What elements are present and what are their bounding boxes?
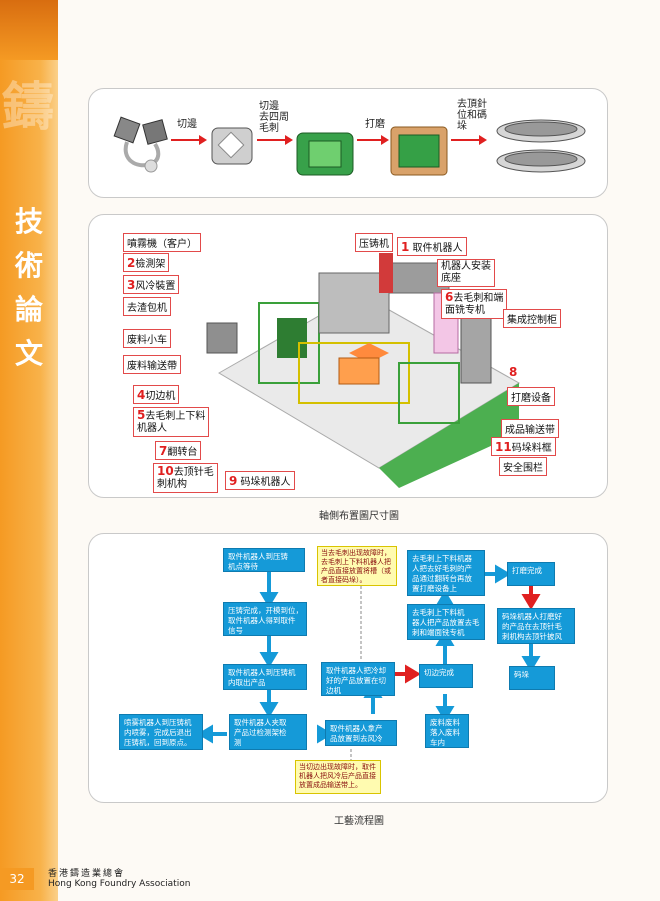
label-text: 取件机器人 (412, 243, 463, 254)
process-strip-card: 切邊 切邊 去四周 毛刺 打磨 去頂針 位和碼 垛 (88, 88, 608, 198)
flow-step-stack: 码垛 (509, 666, 555, 690)
label-take-robot: 1 取件机器人 (397, 237, 467, 256)
flow-step-mill: 去毛刺上下料机 器人把产品放置去毛 刺和端面铣专机 (407, 604, 485, 640)
label-spray-machine: 噴霧機（客户） (123, 233, 201, 252)
label-text: 码垛机器人 (240, 477, 291, 488)
flow-step-to-trim: 取件机器人把冷却 好的产品放置在切 边机 (321, 662, 395, 696)
title-char: 技 (14, 205, 43, 238)
label-slag-machine: 去渣包机 (123, 297, 171, 316)
note-trim-fault: 当切边出现故障时，取件 机器人把风冷后产品直接 放置成品输送带上。 (295, 760, 381, 794)
title-char: 論 (14, 293, 43, 326)
label-number: 4 (137, 388, 146, 402)
label-waste-conveyor: 废料输送帶 (123, 355, 181, 374)
step-label-grind: 打磨 (365, 119, 385, 130)
label-number: 11 (495, 440, 512, 454)
label-mill-machine: 6去毛刺和端 面铣专机 (441, 289, 508, 319)
section-title: 技 術 論 文 (12, 200, 46, 376)
flow-step-spray: 喷雾机器人到压铸机 内喷雾，完成后退出 压铸机，回到原点。 (119, 714, 203, 750)
flow-step-inspect: 取件机器人夹取 产品过检测架检 测 (229, 714, 307, 750)
label-deburr-robot: 5去毛刺上下料 机器人 (133, 407, 210, 437)
label-text: 去毛刺上下料 机器人 (137, 411, 206, 434)
page-number: 32 (0, 868, 34, 890)
flow-step-air-cool: 取件机器人拿产 品放置到去风冷 (325, 720, 397, 746)
flow-figure-card: 取件机器人到压铸 机点等待 压铸完成，开模到位， 取件机器人得到取件 信号 取件… (88, 533, 608, 803)
arrow-4 (451, 135, 487, 145)
label-text: 翻转台 (167, 447, 198, 458)
note-deburr-fault: 当去毛刺出现故障时， 去毛刺上下料机器人把 产品直接放置将槽（或 者直接码垛）。 (317, 546, 397, 586)
deburred-part-image (296, 132, 354, 176)
label-text: 码垛料框 (511, 443, 552, 454)
label-control-cabinet: 集成控制柜 (503, 309, 561, 328)
label-air-cool: 3风冷裝置 (123, 275, 180, 294)
label-stack-frame: 11码垛料框 (491, 437, 556, 456)
step-label-deburr: 切邊 去四周 毛刺 (259, 101, 289, 134)
sidebar-watermark-glyph: 鑄 (2, 78, 55, 138)
label-die-cast-machine: 压铸机 (355, 233, 393, 252)
flow-step-waste: 废料废料 落入废料 车内 (425, 714, 469, 748)
label-ejector-mechanism: 10去顶针毛 刺机构 (153, 463, 218, 493)
flow-step-take-part: 取件机器人到压铸机 内取出产品 (223, 664, 307, 690)
label-waste-car: 废料小车 (123, 329, 171, 348)
label-detect-rack: 2檢測架 (123, 253, 170, 272)
flow-step-mold-open: 压铸完成，开模到位， 取件机器人得到取件 信号 (223, 602, 307, 636)
footer-org-english: Hong Kong Foundry Association (48, 879, 191, 889)
arrow-1 (171, 135, 207, 145)
label-stack-robot: 9 码垛机器人 (225, 471, 295, 490)
stacked-parts-image (496, 119, 586, 173)
label-text: 去顶针毛 刺机构 (157, 467, 214, 490)
label-number-8: 8 (509, 365, 518, 379)
label-number: 3 (127, 278, 136, 292)
arrow-2 (257, 135, 293, 145)
label-text: 去毛刺和端 面铣专机 (445, 293, 504, 316)
label-robot-base: 机器人安装 底座 (437, 259, 495, 287)
trimmed-part-image (211, 127, 253, 165)
flow-figure-caption: 工藝流程圖 (334, 816, 384, 827)
label-number: 7 (159, 444, 168, 458)
flow-step-to-grind: 去毛刺上下料机器 人把去好毛刺的产 品通过翻转台再放 置打磨设备上 (407, 550, 485, 596)
step-label-eject-stack: 去頂針 位和碼 垛 (457, 99, 487, 132)
sidebar-band (0, 0, 58, 901)
flow-step-wait: 取件机器人到压铸 机点等待 (223, 548, 305, 572)
ground-part-image (390, 126, 448, 176)
layout-figure-card: 噴霧機（客户） 2檢測架 3风冷裝置 去渣包机 废料小车 废料输送帶 4切边机 … (88, 214, 608, 498)
title-char: 術 (14, 249, 43, 282)
flow-step-trim-done: 切边完成 (419, 664, 473, 688)
label-turn-table: 7翻转台 (155, 441, 202, 460)
sidebar-top-accent (0, 0, 58, 60)
label-number: 10 (157, 464, 174, 478)
label-number: 1 (401, 240, 410, 254)
label-trim-machine: 4切边机 (133, 385, 180, 404)
label-text: 风冷裝置 (135, 281, 176, 292)
label-number: 2 (127, 256, 136, 270)
footer-org-chinese: 香港鑄造業總會 (48, 869, 126, 879)
layout-figure-caption: 軸側布置圖尺寸圖 (319, 511, 399, 522)
label-grind-equipment: 打磨设备 (507, 387, 555, 406)
label-number: 6 (445, 290, 454, 304)
label-number: 9 (229, 474, 238, 488)
label-number: 5 (137, 408, 146, 422)
step-label-trim: 切邊 (177, 119, 197, 130)
arrow-3 (357, 135, 389, 145)
flow-step-eject: 码垛机器人打磨好 的产品在去顶针毛 刺机构去顶针披风 (497, 608, 575, 644)
raw-casting-image (113, 116, 168, 173)
label-safety-fence: 安全围栏 (499, 457, 547, 476)
label-output-conveyor: 成品输送带 (501, 419, 559, 438)
label-text: 切边机 (145, 391, 176, 402)
label-text: 檢測架 (135, 259, 166, 270)
title-char: 文 (14, 337, 43, 370)
flow-step-grind-done: 打磨完成 (507, 562, 555, 586)
